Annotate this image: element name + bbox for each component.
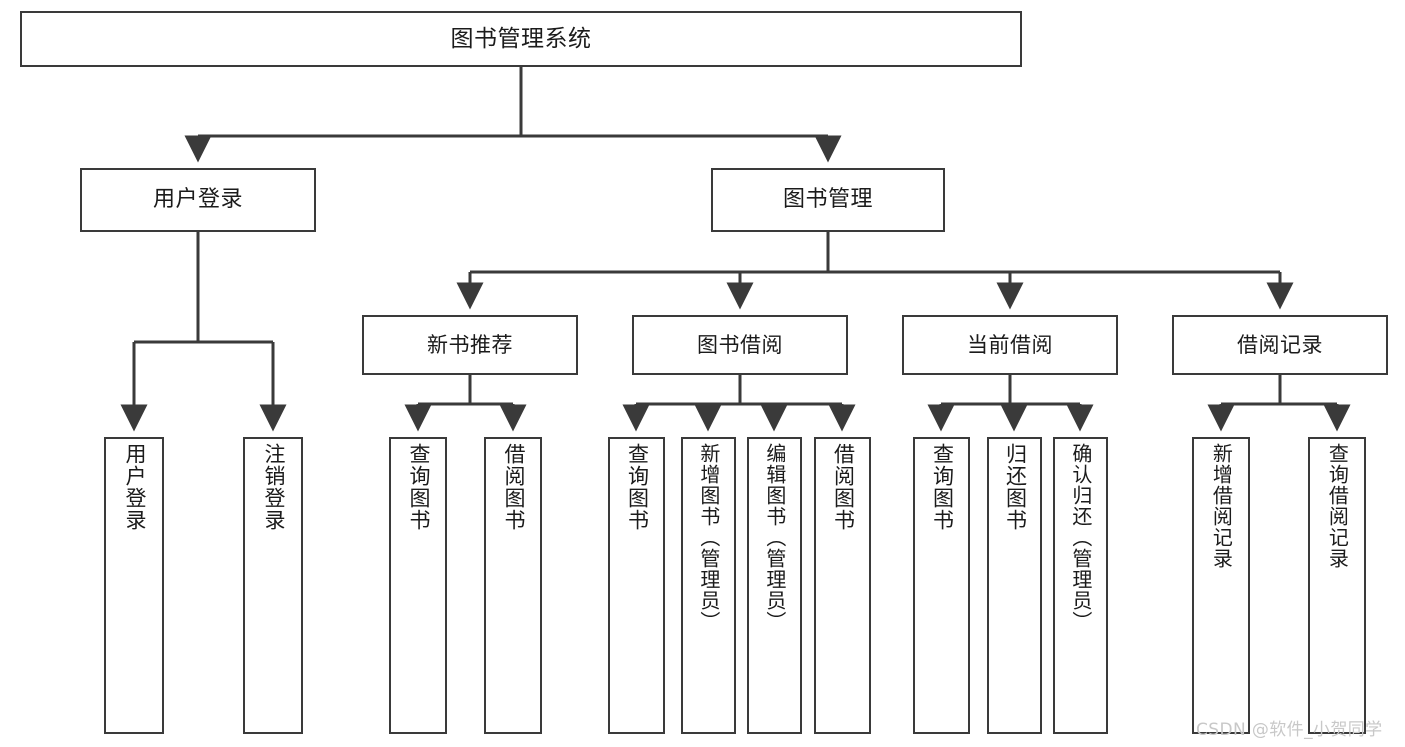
leaf-add-borrow-record-label: 新增借阅记录 [1209,443,1234,569]
node-user-login-label: 用户登录 [152,187,243,213]
leaf-logout-label: 注销登录 [261,443,286,531]
node-new-book-recommend[interactable]: 新书推荐 [362,315,578,375]
node-user-login[interactable]: 用户登录 [80,168,316,232]
node-book-management-label: 图书管理 [782,187,873,213]
leaf-borrow-book-recommend[interactable]: 借阅图书 [484,437,542,734]
leaf-borrow-book[interactable]: 借阅图书 [814,437,871,734]
leaf-confirm-return-admin-label: 确认归还（管理员） [1068,443,1093,632]
leaf-edit-book-admin-label: 编辑图书（管理员） [762,443,787,632]
node-borrow-record-label: 借阅记录 [1237,332,1323,357]
leaf-query-book-recommend[interactable]: 查询图书 [389,437,447,734]
leaf-logout[interactable]: 注销登录 [243,437,303,734]
leaf-edit-book-admin[interactable]: 编辑图书（管理员） [747,437,802,734]
leaf-query-borrow-record[interactable]: 查询借阅记录 [1308,437,1366,734]
leaf-query-book-borrow[interactable]: 查询图书 [608,437,665,734]
leaf-query-book-recommend-label: 查询图书 [406,443,431,531]
node-book-borrow[interactable]: 图书借阅 [632,315,848,375]
leaf-add-book-admin[interactable]: 新增图书（管理员） [681,437,736,734]
node-borrow-record[interactable]: 借阅记录 [1172,315,1388,375]
leaf-query-borrow-record-label: 查询借阅记录 [1325,443,1350,569]
leaf-add-book-admin-label: 新增图书（管理员） [696,443,721,632]
node-new-book-recommend-label: 新书推荐 [427,332,513,357]
leaf-confirm-return-admin[interactable]: 确认归还（管理员） [1053,437,1108,734]
leaf-return-book[interactable]: 归还图书 [987,437,1042,734]
node-current-borrow[interactable]: 当前借阅 [902,315,1118,375]
leaf-user-login-label: 用户登录 [122,443,147,531]
node-book-borrow-label: 图书借阅 [697,332,783,357]
node-root[interactable]: 图书管理系统 [20,11,1022,67]
csdn-watermark: CSDN @软件_小贺同学 [1196,720,1383,740]
node-book-management[interactable]: 图书管理 [711,168,945,232]
leaf-add-borrow-record[interactable]: 新增借阅记录 [1192,437,1250,734]
leaf-borrow-book-label: 借阅图书 [831,443,856,531]
node-root-label: 图书管理系统 [450,25,592,52]
leaf-borrow-book-recommend-label: 借阅图书 [501,443,526,531]
node-current-borrow-label: 当前借阅 [967,332,1053,357]
leaf-query-book-current-label: 查询图书 [930,443,955,531]
leaf-query-book-borrow-label: 查询图书 [625,443,650,531]
leaf-return-book-label: 归还图书 [1003,443,1028,531]
leaf-user-login[interactable]: 用户登录 [104,437,164,734]
leaf-query-book-current[interactable]: 查询图书 [913,437,970,734]
